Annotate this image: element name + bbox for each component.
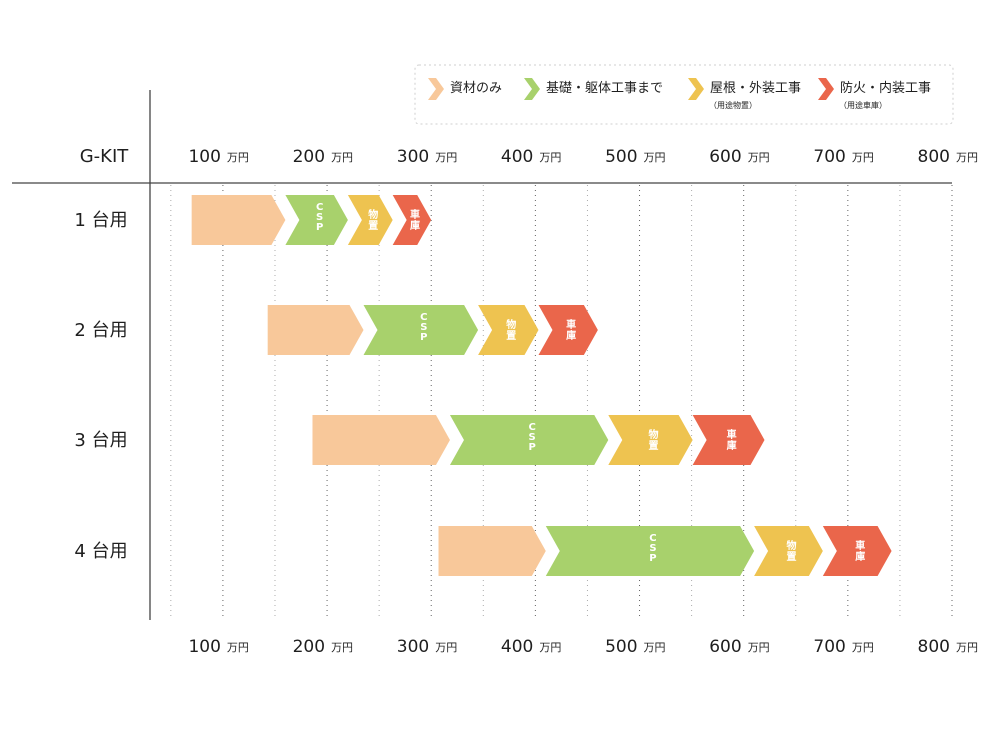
bar-segment [754, 526, 823, 576]
legend-sub-label: （用途車庫） [839, 100, 887, 110]
segment-label: 車庫 [410, 208, 420, 232]
bar-segment [449, 415, 609, 465]
segment-label: 物置 [368, 208, 378, 232]
legend-label: 屋根・外装工事 [710, 81, 801, 96]
legend: 資材のみ 基礎・躯体工事まで 屋根・外装工事 （用途物置） 防火・内装工事 （用途車庫） [414, 64, 954, 125]
segment-label: 車庫 [727, 428, 737, 452]
tick-unit-label: 万円 [227, 641, 249, 654]
bar-segment [545, 526, 755, 576]
tick-unit-label: 万円 [852, 641, 874, 654]
segment-label: 物置 [506, 318, 516, 342]
tick-label: 500 [605, 637, 637, 657]
tick-label: 300 [397, 147, 429, 167]
bar-segment [608, 415, 693, 465]
row-label: 4 台用 [74, 541, 127, 562]
tick-label: 600 [709, 637, 741, 657]
segment-label: 車庫 [855, 539, 865, 563]
segment-label: 物置 [786, 539, 796, 563]
legend-swatch [818, 78, 834, 100]
bar-segment [312, 415, 450, 465]
top-axis-ticks: 100 万円 200 万円 300 万円 400 万円 500 万円 600 万円 700 万円 800 万円 [188, 147, 978, 167]
bar-segment [392, 195, 432, 245]
tick-label: 400 [501, 637, 533, 657]
bar-segment [267, 305, 364, 355]
tick-label: 700 [813, 637, 845, 657]
bar-segment [692, 415, 765, 465]
legend-swatch [688, 78, 704, 100]
tick-label: 100 [188, 147, 220, 167]
row-label: 1 台用 [74, 210, 127, 231]
tick-label: 800 [918, 637, 950, 657]
bar-segment [191, 195, 286, 245]
tick-label: 800 [918, 147, 950, 167]
bar-segment [347, 195, 393, 245]
legend-sub-label: （用途物置） [709, 100, 757, 110]
tick-label: 700 [813, 147, 845, 167]
tick-unit-label: 万円 [539, 641, 561, 654]
g-kit-label: G-KIT [80, 146, 130, 167]
tick-unit-label: 万円 [331, 151, 353, 164]
tick-label: 100 [188, 637, 220, 657]
tick-label: 500 [605, 147, 637, 167]
bar-segment [538, 305, 598, 355]
tick-unit-label: 万円 [331, 641, 353, 654]
tick-label: 200 [293, 637, 325, 657]
legend-swatch [524, 78, 540, 100]
tick-unit-label: 万円 [748, 641, 770, 654]
tick-unit-label: 万円 [644, 151, 666, 164]
tick-unit-label: 万円 [852, 151, 874, 164]
tick-label: 400 [501, 147, 533, 167]
bar-segment [822, 526, 892, 576]
row-label: 3 台用 [74, 430, 127, 451]
legend-label: 資材のみ [450, 81, 502, 96]
segment-label: 車庫 [566, 318, 576, 342]
bar-segment [478, 305, 539, 355]
legend-swatch [428, 78, 444, 100]
tick-label: 300 [397, 637, 429, 657]
bar-segment [285, 195, 348, 245]
legend-frame [414, 64, 954, 125]
tick-unit-label: 万円 [227, 151, 249, 164]
tick-unit-label: 万円 [956, 641, 978, 654]
legend-label: 基礎・躯体工事まで [546, 80, 663, 96]
tick-unit-label: 万円 [435, 641, 457, 654]
segment-label: 物置 [648, 428, 658, 452]
tick-unit-label: 万円 [748, 151, 770, 164]
bar-segment [363, 305, 479, 355]
tick-unit-label: 万円 [539, 151, 561, 164]
tick-unit-label: 万円 [956, 151, 978, 164]
tick-label: 200 [293, 147, 325, 167]
tick-unit-label: 万円 [644, 641, 666, 654]
row-label: 2 台用 [74, 320, 127, 341]
legend-label: 防火・内装工事 [840, 80, 931, 96]
bottom-axis-ticks: 100 万円 200 万円 300 万円 400 万円 500 万円 600 万円 700 万円 800 万円 [188, 637, 978, 657]
row-labels: 1 台用 2 台用 3 台用 4 台用 [74, 210, 127, 562]
tick-label: 600 [709, 147, 741, 167]
tick-unit-label: 万円 [435, 151, 457, 164]
bar-segment [438, 526, 546, 576]
